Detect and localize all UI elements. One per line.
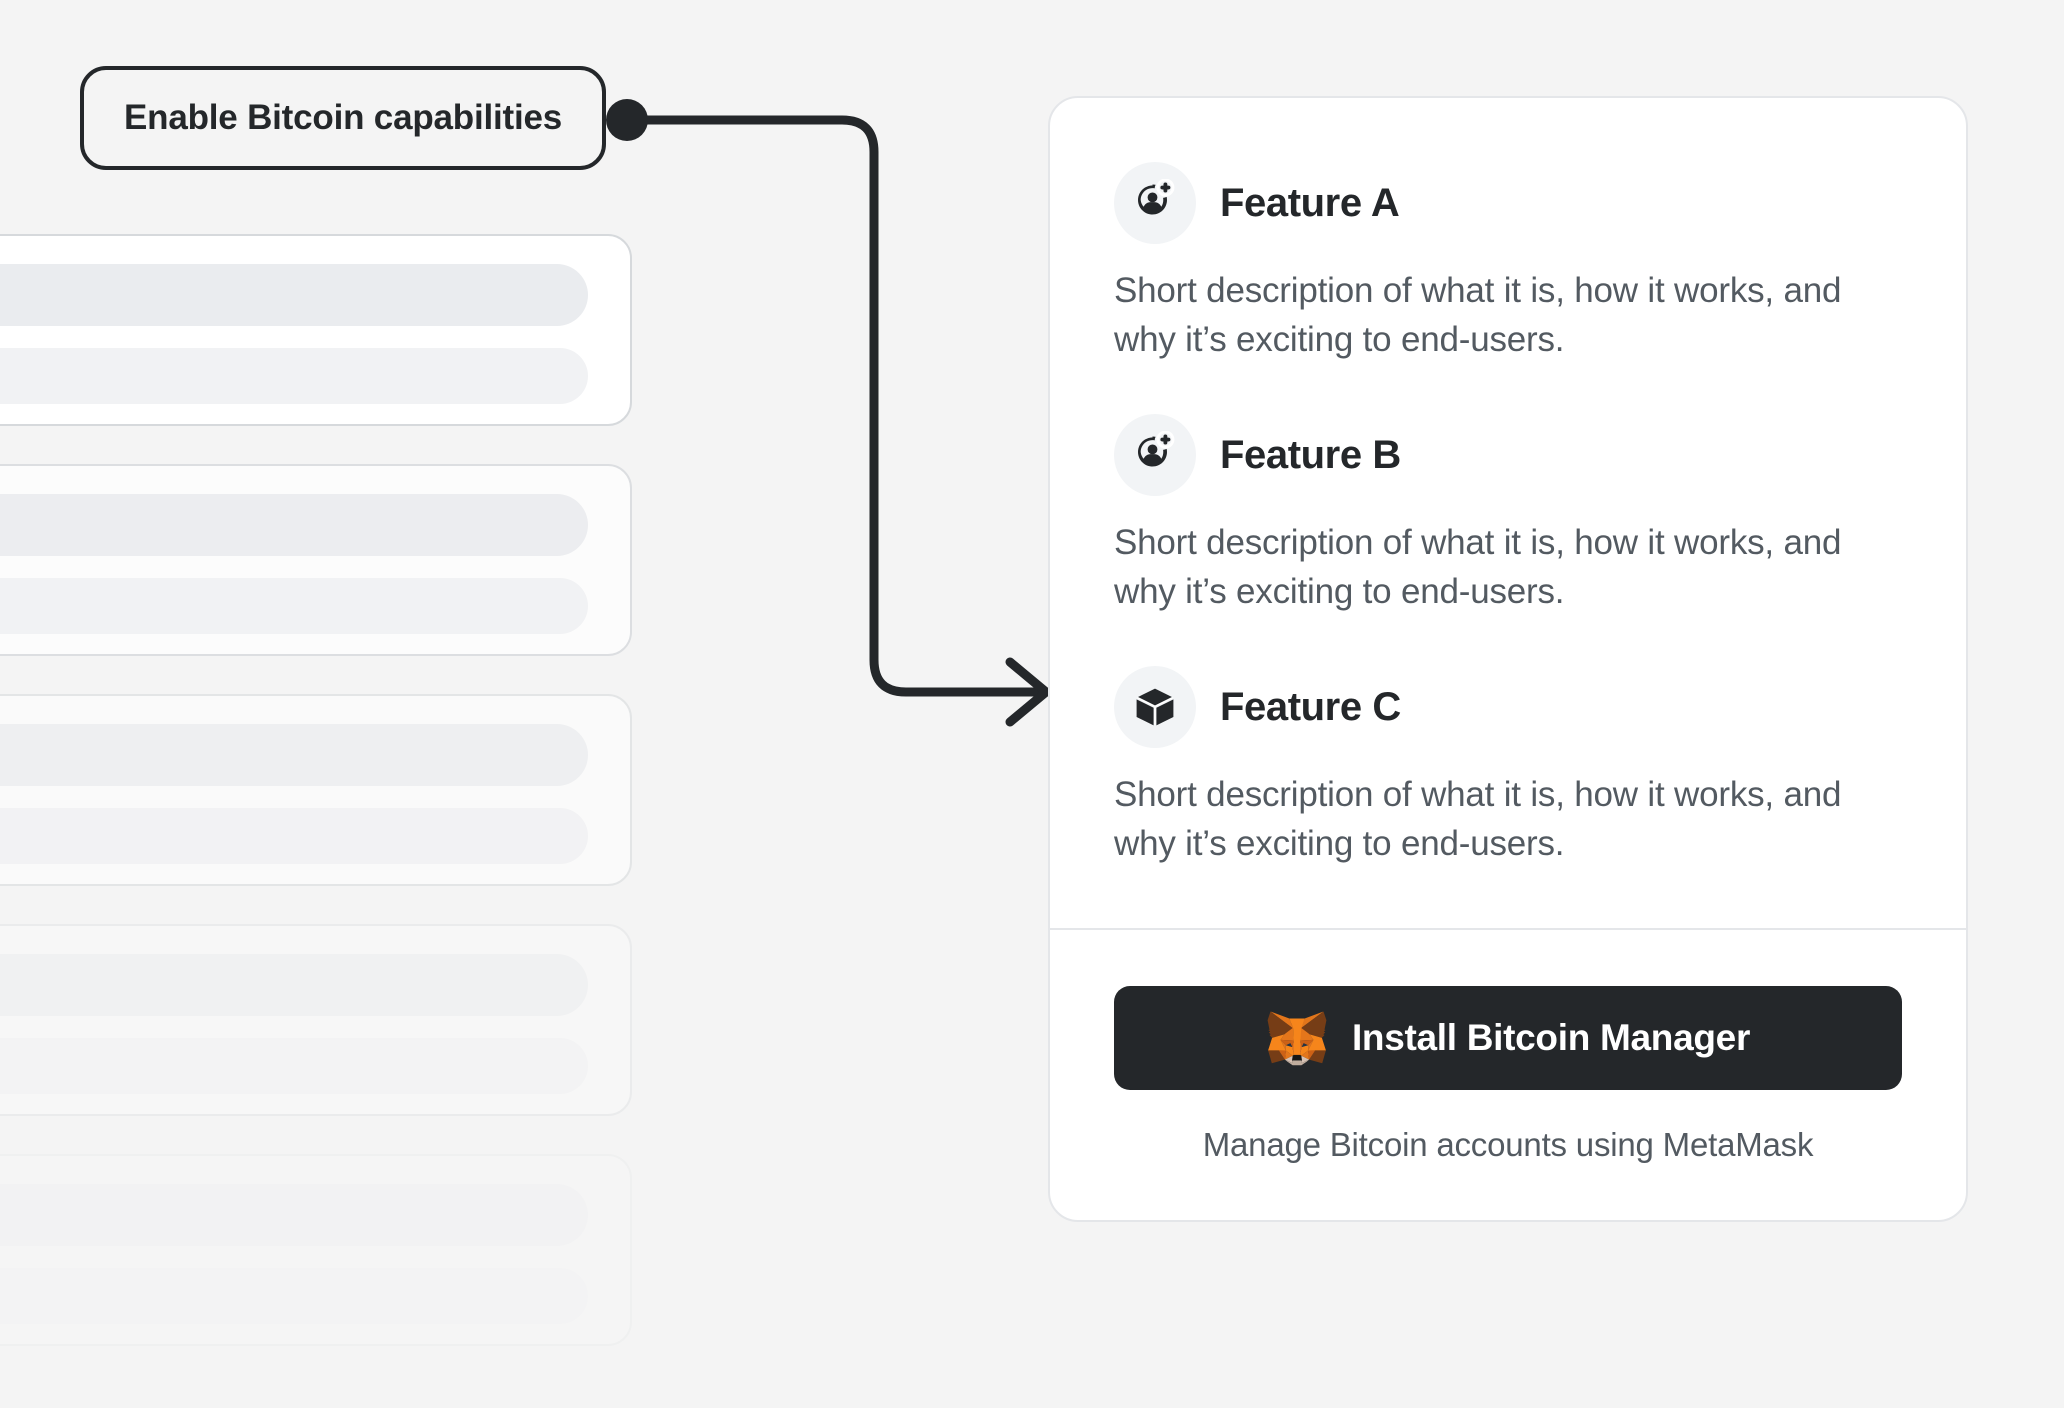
feature-description: Short description of what it is, how it …: [1114, 271, 1842, 359]
add-account-icon: [1114, 162, 1196, 244]
metamask-fox-icon: [1266, 1009, 1328, 1067]
skeleton-card: [0, 924, 632, 1116]
skeleton-card: [0, 234, 632, 426]
skeleton-bar-primary: [0, 1184, 588, 1246]
skeleton-card: [0, 1154, 632, 1346]
feature-item: Feature B Short description of what it i…: [1114, 414, 1902, 616]
add-account-icon: [1114, 414, 1196, 496]
skeleton-bar-primary: [0, 494, 588, 556]
skeleton-bar-primary: [0, 954, 588, 1016]
card-footer: Install Bitcoin Manager Manage Bitcoin a…: [1050, 930, 1966, 1220]
skeleton-bar-secondary: [0, 578, 588, 634]
skeleton-bar-primary: [0, 724, 588, 786]
annotation-callout: Enable Bitcoin capabilities: [80, 66, 607, 170]
install-bitcoin-manager-button[interactable]: Install Bitcoin Manager: [1114, 986, 1902, 1090]
skeleton-bar-secondary: [0, 808, 588, 864]
skeleton-bar-secondary: [0, 1038, 588, 1094]
skeleton-bar-secondary: [0, 1268, 588, 1324]
feature-card: Feature A Short description of what it i…: [1048, 96, 1968, 1222]
feature-header: Feature B: [1114, 414, 1902, 496]
annotation-label: Enable Bitcoin capabilities: [124, 98, 563, 137]
feature-item: Feature C Short description of what it i…: [1114, 666, 1902, 868]
skeleton-bar-secondary: [0, 348, 588, 404]
feature-description: Short description of what it is, how it …: [1114, 523, 1842, 611]
install-caption: Manage Bitcoin accounts using MetaMask: [1202, 1126, 1814, 1163]
connector-dot: [606, 99, 648, 141]
skeleton-bar-primary: [0, 264, 588, 326]
skeleton-card-list: [0, 234, 632, 1384]
feature-title: Feature A: [1220, 180, 1400, 225]
cube-icon: [1114, 666, 1196, 748]
feature-header: Feature A: [1114, 162, 1902, 244]
feature-header: Feature C: [1114, 666, 1902, 748]
feature-title: Feature B: [1220, 432, 1401, 477]
feature-item: Feature A Short description of what it i…: [1114, 162, 1902, 364]
card-divider: [1050, 928, 1966, 930]
skeleton-card: [0, 694, 632, 886]
skeleton-card: [0, 464, 632, 656]
feature-description: Short description of what it is, how it …: [1114, 775, 1842, 863]
feature-title: Feature C: [1220, 684, 1401, 729]
install-button-label: Install Bitcoin Manager: [1351, 1017, 1751, 1058]
feature-list: Feature A Short description of what it i…: [1050, 98, 1966, 928]
